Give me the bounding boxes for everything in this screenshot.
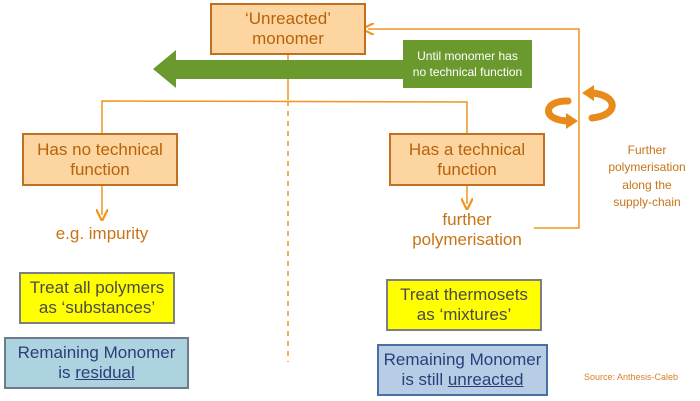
monomer-residual-box: Remaining Monomer is residual xyxy=(4,337,189,389)
treat-substances-box: Treat all polymers as ‘substances’ xyxy=(19,272,175,324)
feedback-loop-line xyxy=(368,29,580,229)
residual-prefix: is xyxy=(58,363,76,382)
unreacted-word: unreacted xyxy=(447,370,524,389)
unreacted-monomer-box: ‘Unreacted’ monomer xyxy=(210,3,366,55)
monomer-unreacted-box: Remaining Monomer is still unreacted xyxy=(377,344,548,396)
residual-line1: Remaining Monomer xyxy=(17,342,176,362)
loop-label-line1: Further xyxy=(627,143,667,157)
unreacted-prefix: is still xyxy=(401,370,448,389)
further-line2: polymerisation xyxy=(412,230,522,250)
treat-right-line1: Treat thermosets xyxy=(400,284,528,304)
green-label-line1: Until monomer has xyxy=(417,48,518,63)
top-box-line1: ‘Unreacted’ xyxy=(245,9,331,29)
top-box-line2: monomer xyxy=(252,29,324,48)
impurity-text: e.g. impurity xyxy=(55,224,149,243)
treat-left-line1: Treat all polymers xyxy=(29,277,165,297)
cycle-arrows-icon xyxy=(545,85,616,129)
further-polymerisation-text: further polymerisation xyxy=(392,210,542,251)
residual-line2: is residual xyxy=(58,363,135,383)
treat-mixtures-box: Treat thermosets as ‘mixtures’ xyxy=(386,279,542,331)
further-line1: further xyxy=(442,210,492,229)
right-box-line2: function xyxy=(437,159,497,179)
unreacted-line2: is still unreacted xyxy=(402,370,524,390)
branch-line xyxy=(101,100,468,133)
treat-left-line2: as ‘substances’ xyxy=(38,298,156,317)
loop-label-line3: along the xyxy=(622,177,672,192)
loop-label: Further polymerisation along the supply-… xyxy=(592,142,700,212)
loop-label-line2: polymerisation xyxy=(608,160,686,175)
loop-label-line4: supply-chain xyxy=(613,195,681,210)
green-label-box: Until monomer has no technical function xyxy=(403,40,532,88)
green-left-arrow xyxy=(153,50,405,88)
left-box-line1: Has no technical xyxy=(37,139,163,159)
residual-word: residual xyxy=(75,363,135,382)
green-label-line2: no technical function xyxy=(412,65,523,79)
has-technical-function-box: Has a technical function xyxy=(389,133,545,186)
left-box-line2: function xyxy=(70,159,130,179)
no-technical-function-box: Has no technical function xyxy=(22,133,178,186)
source-credit: Source: Anthesis-Caleb xyxy=(584,372,679,382)
unreacted-line1: Remaining Monomer xyxy=(383,349,542,369)
treat-right-line2: as ‘mixtures’ xyxy=(416,305,512,324)
right-box-line1: Has a technical xyxy=(408,139,526,159)
